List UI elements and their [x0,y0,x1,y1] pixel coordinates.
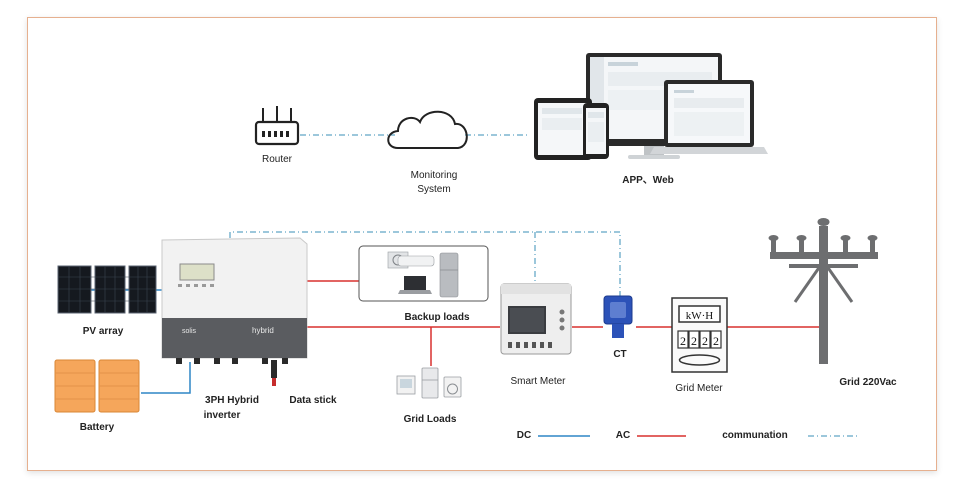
inverter-label-line1: 3PH Hybrid [205,395,259,406]
devices-icon [534,53,768,160]
monitoring-label-line2: System [417,184,450,195]
comm-inverter-ct [229,231,621,298]
monitoring-label-line1: Monitoring [411,170,458,181]
comm-lines [229,134,621,298]
grid-loads-icon [396,367,462,399]
pv-array-label: PV array [83,326,124,337]
meter-unit: kW·H [686,310,714,322]
legend-comm-label: communation [722,430,788,441]
legend-ac-label: AC [616,430,630,441]
pv-array-icon [57,265,157,314]
inverter-model: hybrid [252,326,274,335]
battery-icon [54,359,140,413]
data-stick-icon [271,360,277,386]
inverter-brand: solis [182,328,197,335]
meter-digit: 2 [680,334,686,348]
inverter-label-line2: inverter [204,410,241,421]
dc-battery [141,362,191,394]
ct-label: CT [613,349,626,360]
legend: DC AC communation [517,430,858,441]
router-label: Router [262,154,293,165]
meter-digit: 2 [713,334,719,348]
grid-meter-label: Grid Meter [675,383,723,394]
utility-pole-icon [768,218,878,364]
grid-loads-label: Grid Loads [404,414,457,425]
router-icon [254,106,300,146]
grid-label: Grid 220Vac [839,377,897,388]
smart-meter-label: Smart Meter [510,376,566,387]
meter-digit: 2 [691,334,697,348]
ac-lines [307,280,822,366]
smart-meter-icon [500,283,572,355]
legend-dc-label: DC [517,430,531,441]
meter-digit: 2 [702,334,708,348]
ct-icon [603,295,633,338]
battery-label: Battery [80,422,115,433]
data-stick-label: Data stick [289,395,337,406]
grid-meter-icon [671,297,728,373]
backup-loads-label: Backup loads [404,312,469,323]
inverter-icon [161,237,308,364]
backup-loads-box [358,245,489,302]
cloud-icon [387,110,468,149]
app-web-label: APP、Web [622,175,674,186]
